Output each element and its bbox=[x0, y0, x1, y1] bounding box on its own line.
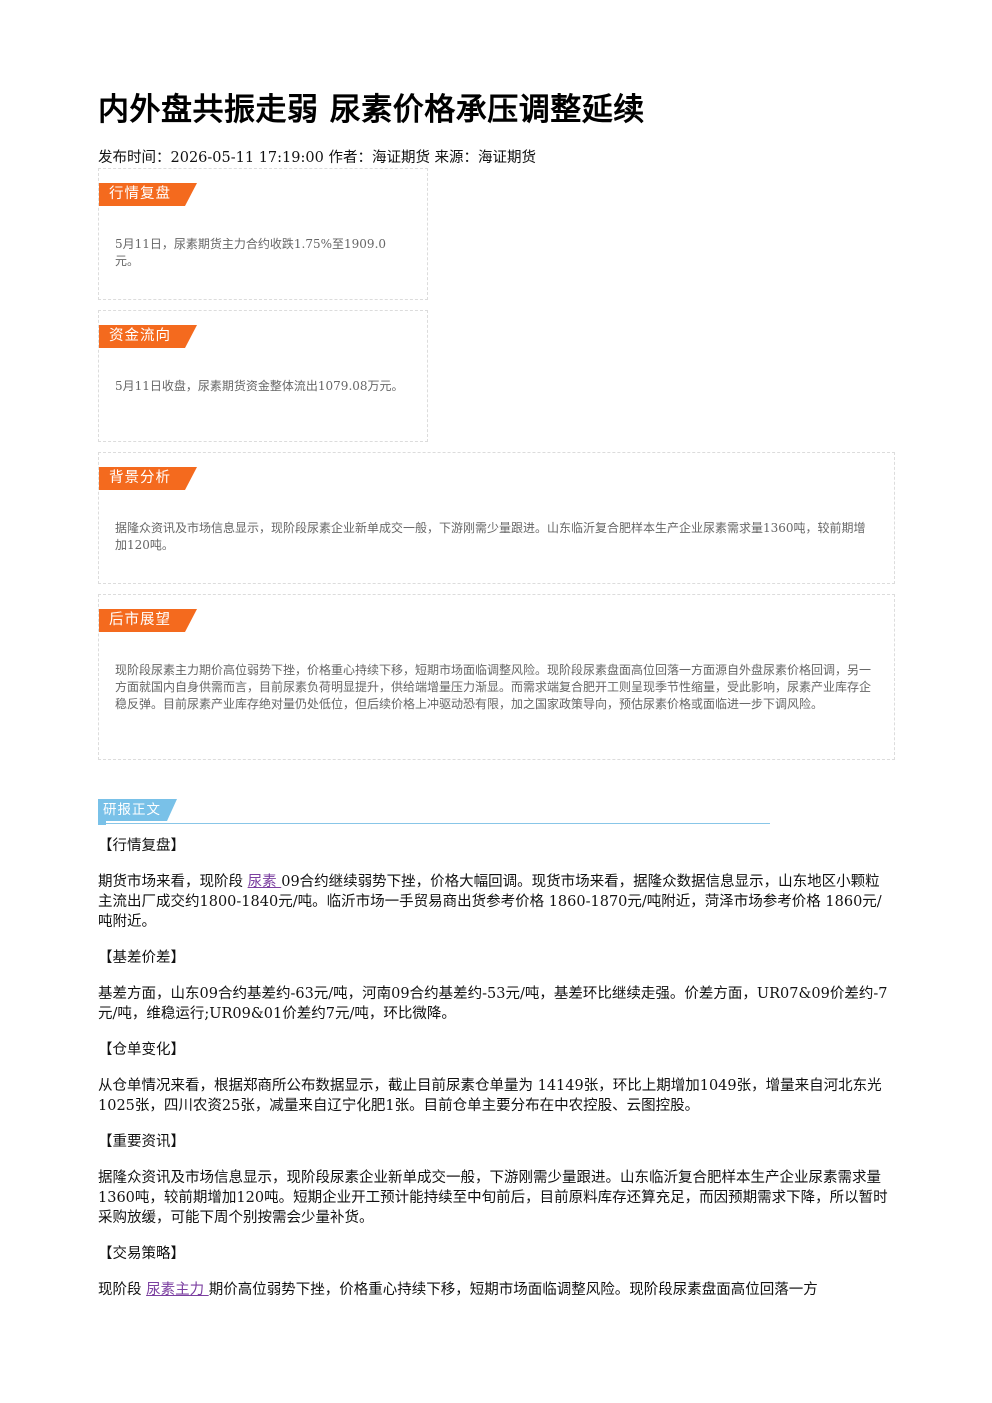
paragraph-text: 期价高位弱势下挫，价格重心持续下移，短期市场面临调整风险。现阶段尿素盘面高位回落… bbox=[208, 1282, 818, 1298]
card-outlook: 后市展望 现阶段尿素主力期价高位弱势下挫，价格重心持续下移，短期市场面临调整风险… bbox=[98, 594, 895, 760]
card-fund-flow: 资金流向 5月11日收盘，尿素期货资金整体流出1079.08万元。 bbox=[98, 310, 428, 442]
paragraph-market: 期货市场来看，现阶段 尿素 09合约继续弱势下挫，价格大幅回调。现货市场来看，据… bbox=[98, 872, 892, 932]
card-text: 5月11日收盘，尿素期货资金整体流出1079.08万元。 bbox=[115, 379, 404, 393]
card-background-analysis: 背景分析 据隆众资讯及市场信息显示，现阶段尿素企业新单成交一般，下游刚需少量跟进… bbox=[98, 452, 895, 584]
paragraph-strategy: 现阶段 尿素主力 期价高位弱势下挫，价格重心持续下移，短期市场面临调整风险。现阶… bbox=[98, 1280, 892, 1300]
card-text: 5月11日，尿素期货主力合约收跌1.75%至1909.0元。 bbox=[115, 237, 387, 268]
paragraph-text: 期货市场来看，现阶段 bbox=[98, 874, 248, 890]
card-tag: 背景分析 bbox=[99, 467, 197, 490]
urea-link[interactable]: 尿素 bbox=[247, 874, 282, 890]
subsection-title-strategy: 【交易策略】 bbox=[98, 1246, 185, 1262]
subsection-title-market: 【行情复盘】 bbox=[98, 838, 185, 854]
paragraph-news: 据隆众资讯及市场信息显示，现阶段尿素企业新单成交一般，下游刚需少量跟进。山东临沂… bbox=[98, 1170, 888, 1226]
card-tag: 资金流向 bbox=[99, 325, 197, 348]
subsection-title-warrant: 【仓单变化】 bbox=[98, 1042, 185, 1058]
urea-main-link[interactable]: 尿素主力 bbox=[146, 1282, 209, 1298]
card-text: 据隆众资讯及市场信息显示，现阶段尿素企业新单成交一般，下游刚需少量跟进。山东临沂… bbox=[115, 521, 866, 552]
paragraph-text: 现阶段 bbox=[98, 1282, 147, 1298]
subsection-title-news: 【重要资讯】 bbox=[98, 1134, 185, 1150]
subsection-title-basis: 【基差价差】 bbox=[98, 950, 185, 966]
report-section-header: 研报正文 bbox=[98, 799, 770, 825]
article-meta: 发布时间：2026-05-11 17:19:00 作者：海证期货 来源：海证期货 bbox=[98, 150, 537, 166]
card-market-review: 行情复盘 5月11日，尿素期货主力合约收跌1.75%至1909.0元。 bbox=[98, 168, 428, 300]
paragraph-basis: 基差方面，山东09合约基差约-63元/吨，河南09合约基差约-53元/吨，基差环… bbox=[98, 986, 888, 1022]
card-text: 现阶段尿素主力期价高位弱势下挫，价格重心持续下移，短期市场面临调整风险。现阶段尿… bbox=[115, 663, 872, 711]
card-tag: 后市展望 bbox=[99, 609, 197, 632]
report-section-tail bbox=[98, 821, 106, 825]
paragraph-text: 09合约继续弱势下挫，价格大幅回调。现货市场来看，据隆众数据信息显示，山东地区小… bbox=[98, 874, 882, 930]
article-title: 内外盘共振走弱 尿素价格承压调整延续 bbox=[98, 92, 645, 128]
report-section-tag: 研报正文 bbox=[98, 799, 177, 821]
card-tag: 行情复盘 bbox=[99, 183, 197, 206]
paragraph-warrant: 从仓单情况来看，根据郑商所公布数据显示，截止目前尿素仓单量为 14149张，环比… bbox=[98, 1078, 882, 1114]
